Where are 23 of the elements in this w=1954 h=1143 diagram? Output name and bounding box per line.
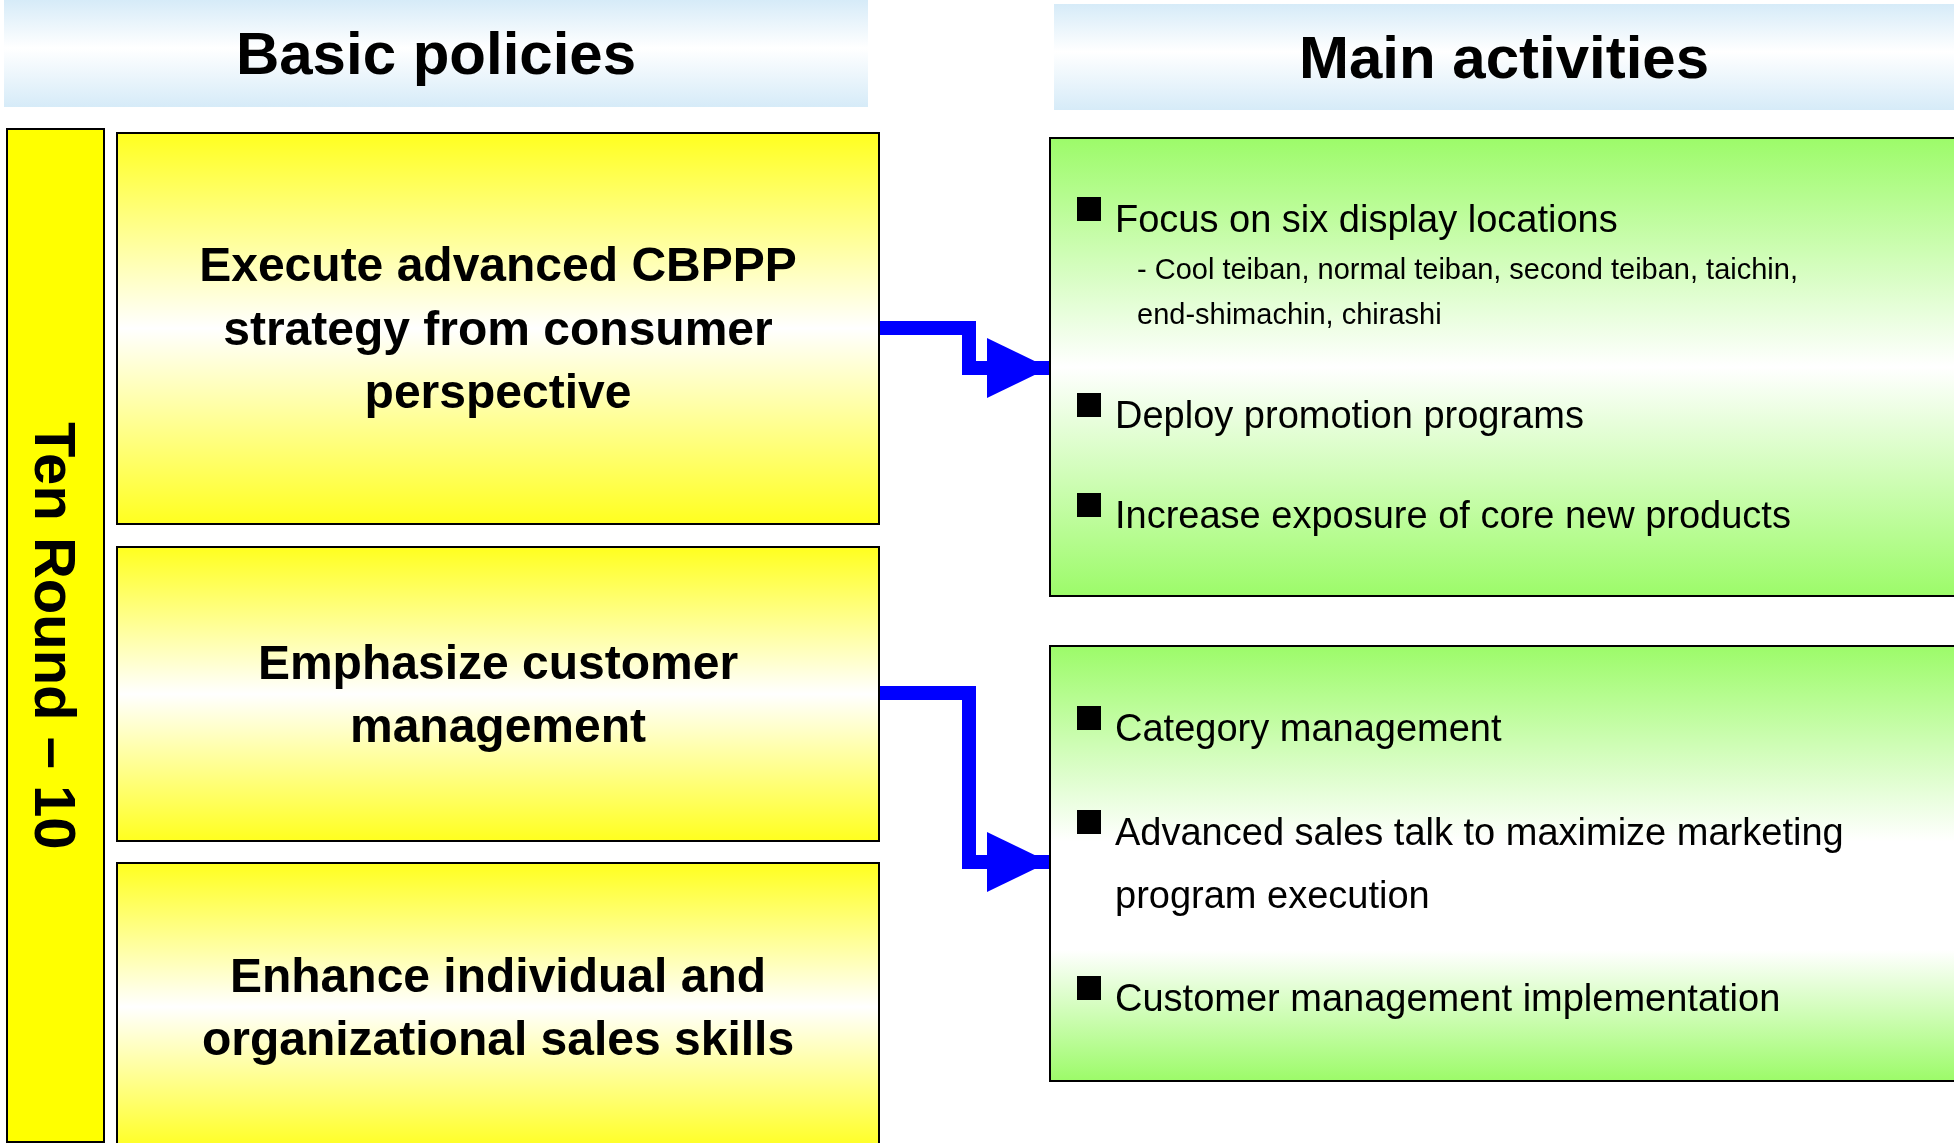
header-band — [4, 0, 868, 107]
side-band — [6, 128, 105, 1143]
arrow — [880, 321, 1049, 398]
header-band — [1054, 4, 1954, 110]
activity-text: Advanced sales talk to maximize marketing program execution — [1115, 809, 1845, 918]
column-heading: Basic policies — [235, 19, 637, 88]
policy-text: Enhance individual and organizational sales skills — [200, 947, 796, 1067]
policy-box — [116, 546, 880, 842]
side-label: Ten Round – 10 — [22, 421, 89, 850]
activity-text: Customer management implementation — [1115, 975, 1781, 1021]
activity-text: Category management — [1115, 706, 1502, 752]
policy-text: Emphasize customer management — [256, 634, 740, 754]
activity-text: Increase exposure of core new products — [1115, 492, 1791, 538]
activity-detail: - Cool teiban, normal teiban, second teiban, taichin, end-shimachin, chirashi — [1136, 252, 1799, 333]
policy-box — [116, 862, 880, 1143]
activity-text: Focus on six display locations — [1115, 196, 1618, 242]
policy-text: Execute advanced CBPPP strategy from consumer perspective — [198, 237, 798, 421]
policy-box — [116, 132, 880, 525]
activity-box — [1049, 137, 1954, 597]
activity-text: Deploy promotion programs — [1115, 393, 1584, 439]
column-heading: Main activities — [1298, 22, 1710, 92]
activity-box — [1049, 645, 1954, 1082]
arrow — [880, 686, 1049, 892]
